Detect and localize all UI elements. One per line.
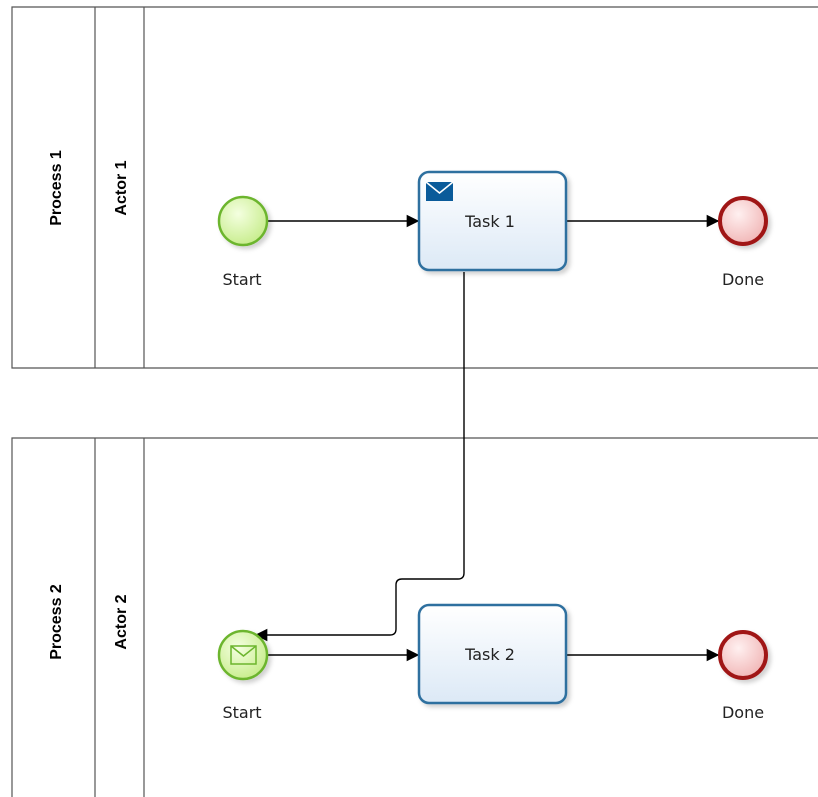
end-event-2[interactable]: Done (718, 630, 768, 722)
task-2-label: Task 2 (464, 645, 515, 664)
task-1[interactable]: Task 1 (417, 170, 568, 272)
pool-process-2[interactable]: Process 2 Actor 2 (11, 437, 818, 797)
start-event-1[interactable]: Start (217, 195, 269, 289)
lane-title-actor-2: Actor 2 (113, 594, 130, 649)
lane-title-actor-1: Actor 1 (113, 160, 130, 215)
end-event-2-label: Done (722, 703, 764, 722)
plain-start-event-icon (217, 195, 269, 247)
pool-process-1[interactable]: Process 1 Actor 1 (11, 6, 818, 369)
start-event-2-label: Start (222, 703, 261, 722)
start-event-2[interactable]: Start (217, 629, 269, 722)
task-2[interactable]: Task 2 (417, 603, 568, 705)
start-event-1-label: Start (222, 270, 261, 289)
end-event-1-label: Done (722, 270, 764, 289)
end-event-1[interactable]: Done (718, 196, 768, 289)
pool-title-process-2: Process 2 (48, 584, 65, 660)
pool-title-process-1: Process 1 (48, 150, 65, 226)
message-start-envelope-icon (230, 645, 257, 665)
task-1-label: Task 1 (464, 212, 515, 231)
message-flow-task1-start2[interactable] (254, 272, 465, 642)
message-send-envelope-icon (425, 181, 454, 201)
